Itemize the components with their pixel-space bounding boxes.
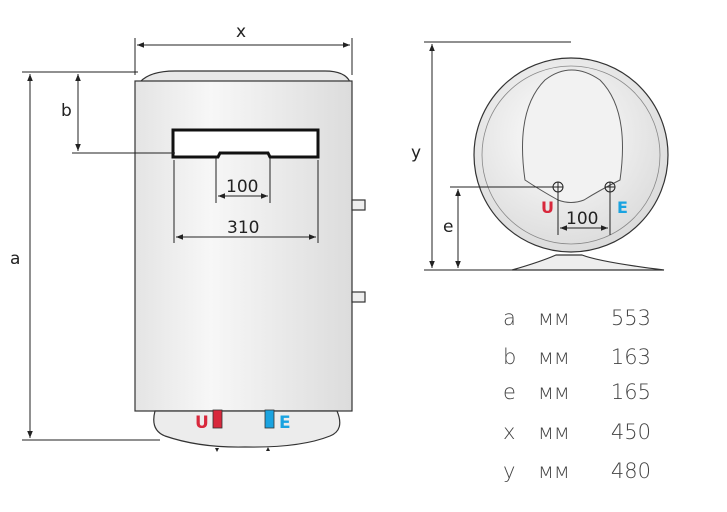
table-row: b мм 163 [503, 345, 651, 369]
row-value: 163 [611, 345, 651, 369]
row-value: 450 [611, 420, 651, 444]
dimension-e-label: e [443, 217, 453, 237]
side-dimension-100-label: 100 [566, 209, 598, 229]
tank-top-cap [138, 70, 351, 83]
row-value: 165 [611, 380, 651, 404]
row-unit: мм [538, 345, 570, 369]
dimension-310-label: 310 [227, 218, 259, 238]
side-hot-label: U [541, 198, 554, 217]
row-unit: мм [538, 380, 570, 404]
tank-bottom-cap [153, 410, 341, 448]
dimension-x-label: x [236, 22, 246, 42]
table-row: a мм 553 [503, 306, 651, 330]
mounting-bracket [171, 128, 320, 159]
dimension-a-label: a [10, 249, 20, 269]
row-unit: мм [538, 420, 570, 444]
dimension-b-label: b [61, 101, 72, 121]
side-connector-lower [351, 291, 366, 303]
tank-stand [511, 254, 665, 271]
drain-marker-icon [215, 448, 219, 452]
side-view: U E 100 y e [411, 41, 669, 271]
row-label: x [503, 420, 515, 444]
table-row: x мм 450 [503, 420, 651, 444]
row-label: a [503, 306, 516, 330]
dimensions-table: a мм 553 b мм 163 e мм 165 x мм 450 y мм… [503, 306, 651, 483]
inlet-marker-icon [266, 447, 270, 451]
cold-inlet-label: E [279, 413, 291, 433]
tank-inner-circle [481, 65, 661, 245]
side-cold-label: E [617, 198, 628, 217]
row-label: e [503, 380, 516, 404]
side-connector-upper [351, 199, 366, 211]
hot-outlet-label: U [195, 413, 209, 433]
table-row: y мм 480 [503, 459, 651, 483]
cold-pipe [264, 409, 275, 429]
front-view: U E x a b 100 310 [10, 22, 366, 452]
dimension-y-label: y [411, 143, 421, 163]
row-unit: мм [538, 306, 570, 330]
row-value: 480 [611, 459, 651, 483]
dimension-100-label: 100 [226, 177, 258, 197]
hot-pipe [212, 409, 223, 429]
row-unit: мм [538, 459, 570, 483]
row-label: y [503, 459, 515, 483]
row-value: 553 [611, 306, 651, 330]
row-label: b [503, 345, 516, 369]
table-row: e мм 165 [503, 380, 651, 404]
